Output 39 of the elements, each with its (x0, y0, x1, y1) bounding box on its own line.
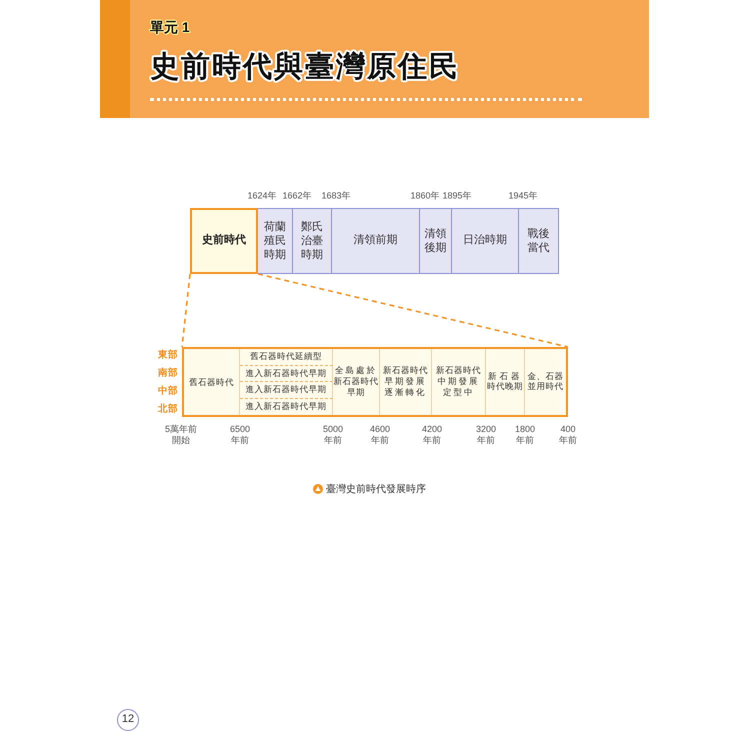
stage-segment: 新石器時代晚期 (486, 349, 525, 415)
years-ago-label: 4600年前 (369, 424, 391, 446)
period-segment: 戰後當代 (519, 208, 559, 274)
regional-stage: 進入新石器時代早期 (240, 366, 333, 382)
page-number: 12 (117, 709, 139, 731)
period-segment: 鄭氏治臺時期 (293, 208, 332, 274)
year-label: 1662年 (282, 190, 312, 202)
region-label: 南部 (158, 366, 178, 380)
period-segment: 清領後期 (420, 208, 452, 274)
regional-stage: 進入新石器時代早期 (240, 398, 333, 415)
regional-stage: 舊石器時代延續型 (240, 349, 333, 366)
years-ago-label: 6500年前 (229, 424, 251, 446)
years-ago-label: 1800年前 (514, 424, 536, 446)
regional-stage: 進入新石器時代早期 (240, 382, 333, 398)
region-label: 北部 (158, 402, 178, 416)
region-label: 東部 (158, 348, 178, 362)
period-segment: 清領前期 (332, 208, 420, 274)
dashed-connector (181, 274, 191, 348)
years-ago-label: 4200年前 (421, 424, 443, 446)
years-ago-label: 400年前 (558, 424, 578, 446)
page-title: 史前時代與臺灣原住民 (150, 50, 460, 85)
highlighted-period: 史前時代 (190, 208, 258, 274)
region-label: 中部 (158, 384, 178, 398)
period-segment: 日治時期 (452, 208, 519, 274)
period-segment: 荷蘭殖民時期 (258, 208, 293, 274)
year-label: 1945年 (508, 190, 538, 202)
dashed-connector (258, 273, 568, 348)
year-label: 1683年 (321, 190, 351, 202)
years-ago-label: 3200年前 (475, 424, 497, 446)
year-label: 1895年 (442, 190, 472, 202)
expanded-timeline-frame (182, 347, 568, 417)
figure-caption: 臺灣史前時代發展時序 (326, 482, 426, 496)
year-label: 1860年 (410, 190, 440, 202)
stage-segment: 全島處於新石器時代早期 (333, 349, 380, 415)
year-label: 1624年 (247, 190, 277, 202)
unit-label: 單元 1 (150, 19, 190, 37)
years-ago-label: 5000年前 (322, 424, 344, 446)
years-ago-label: 5萬年前開始 (164, 424, 198, 446)
stage-segment: 新石器時代早期發展逐漸轉化 (380, 349, 432, 415)
